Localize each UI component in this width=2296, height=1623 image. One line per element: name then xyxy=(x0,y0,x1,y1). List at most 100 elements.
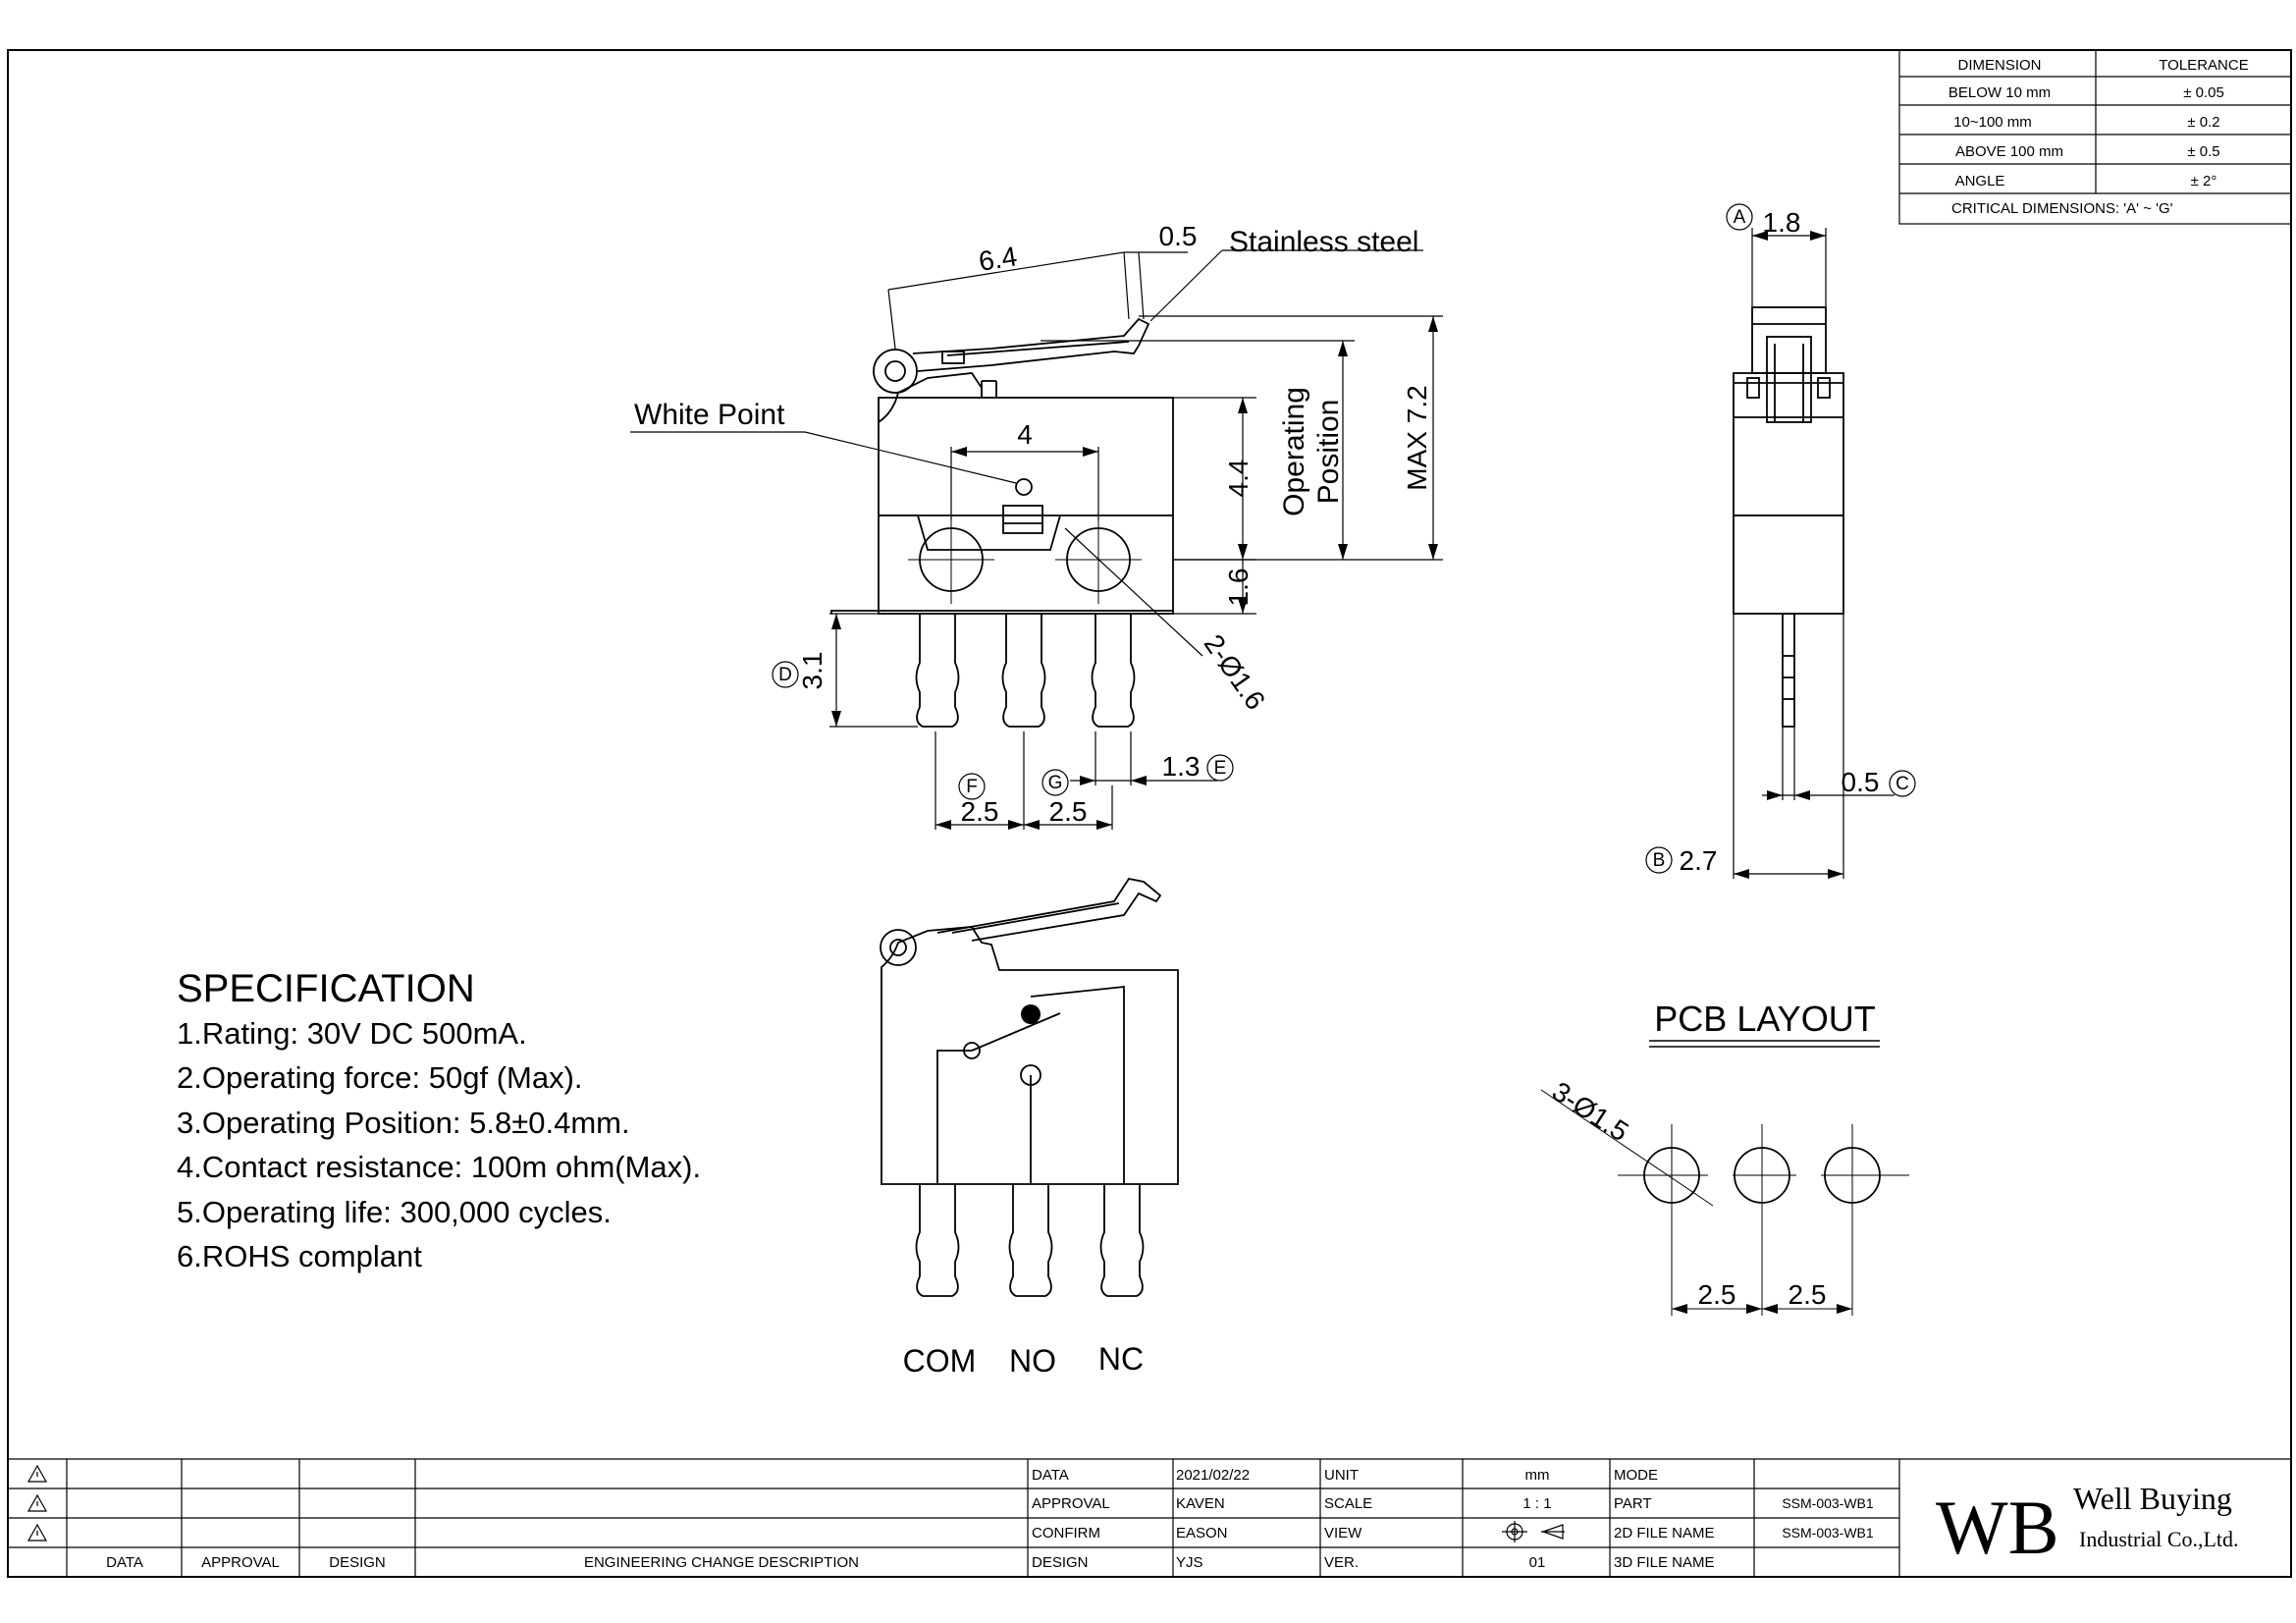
critical-mark-circle xyxy=(1206,754,1234,782)
tolerance-table xyxy=(1898,49,2292,225)
critical-mark-d: D xyxy=(778,665,792,685)
tb-unit-label: UNIT xyxy=(1324,1467,1359,1484)
rev-header-design: DESIGN xyxy=(329,1554,386,1571)
dim-hole-diameter: 2-Ø1.6 xyxy=(1199,629,1271,716)
tb-2d-file-value: SSM-003-WB1 xyxy=(1782,1525,1874,1541)
title-block xyxy=(8,1458,2291,1577)
tol-row-tolerance: ± 0.05 xyxy=(2183,84,2224,101)
rev-header-description: ENGINEERING CHANGE DESCRIPTION xyxy=(584,1554,859,1571)
tb-data-label: DATA xyxy=(1032,1467,1069,1484)
tb-view-label: VIEW xyxy=(1324,1525,1362,1542)
tb-part-label: PART xyxy=(1614,1495,1652,1512)
tb-2d-file-label: 2D FILE NAME xyxy=(1614,1525,1715,1542)
spec-title: SPECIFICATION xyxy=(177,967,475,1010)
critical-mark-circle xyxy=(772,661,799,688)
tb-mode-label: MODE xyxy=(1614,1467,1658,1484)
dim-max-height: MAX 7.2 xyxy=(1402,385,1432,490)
tb-ver-label: VER. xyxy=(1324,1554,1359,1571)
critical-mark-c: C xyxy=(1896,774,1909,794)
tb-unit-value: mm xyxy=(1525,1467,1550,1484)
spec-item: 5.Operating life: 300,000 cycles. xyxy=(177,1195,612,1229)
tol-row-tolerance: ± 2° xyxy=(2191,173,2217,189)
critical-mark-circle xyxy=(1041,769,1069,796)
tb-data-value: 2021/02/22 xyxy=(1176,1467,1250,1484)
front-view-arrows xyxy=(831,316,1438,830)
dim-pin-length: 3.1 xyxy=(797,652,828,690)
critical-mark-g: G xyxy=(1048,773,1063,793)
dim-1-6: 1.6 xyxy=(1223,568,1254,607)
operating-position-label: Operating xyxy=(1278,387,1310,516)
pcb-hole-diameter: 3-Ø1.5 xyxy=(1547,1076,1634,1148)
spec-item: 4.Contact resistance: 100m ohm(Max). xyxy=(177,1150,701,1184)
pcb-pitch: 2.5 xyxy=(1789,1279,1827,1310)
dim-side-top: 1.8 xyxy=(1763,207,1801,238)
contact-dot xyxy=(1021,1004,1041,1024)
tol-row-dimension: BELOW 10 mm xyxy=(1949,84,2051,101)
pcb-layout-drawing xyxy=(1540,1040,1909,1316)
critical-mark-b: B xyxy=(1653,850,1666,871)
tol-row-tolerance: ± 0.5 xyxy=(2187,143,2219,160)
dim-4-4: 4.4 xyxy=(1223,460,1254,498)
critical-mark-a: A xyxy=(1734,207,1746,228)
critical-mark-circle xyxy=(1889,770,1916,797)
pin-label-com: COM xyxy=(903,1343,977,1379)
pin-label-nc: NC xyxy=(1098,1341,1144,1377)
tol-header-tolerance: TOLERANCE xyxy=(2159,57,2248,74)
material-label: Stainless steel xyxy=(1229,226,1418,258)
dim-lever-length: 6.4 xyxy=(977,241,1019,277)
dim-lever-tip: 0.5 xyxy=(1159,221,1198,251)
dim-hole-spacing: 4 xyxy=(1017,419,1033,450)
revision-triangle-icon xyxy=(27,1464,48,1542)
pcb-pitch: 2.5 xyxy=(1698,1279,1736,1310)
side-view-arrows xyxy=(1734,231,1843,879)
dim-pitch: 2.5 xyxy=(1049,796,1088,827)
dim-side-pin: 0.5 xyxy=(1842,767,1880,797)
critical-mark-e: E xyxy=(1214,758,1227,779)
tb-scale-value: 1 : 1 xyxy=(1522,1495,1551,1512)
projection-symbol-icon xyxy=(1502,1521,1565,1542)
tol-row-tolerance: ± 0.2 xyxy=(2187,114,2219,131)
pin-label-no: NO xyxy=(1009,1343,1056,1379)
tb-approval-value: KAVEN xyxy=(1176,1495,1225,1512)
dim-pitch: 2.5 xyxy=(961,796,999,827)
pcb-layout-title: PCB LAYOUT xyxy=(1654,999,1875,1039)
spec-item: 6.ROHS complant xyxy=(177,1239,422,1273)
tb-approval-label: APPROVAL xyxy=(1032,1495,1110,1512)
tb-scale-label: SCALE xyxy=(1324,1495,1372,1512)
critical-mark-f: F xyxy=(966,777,978,797)
spec-item: 1.Rating: 30V DC 500mA. xyxy=(177,1016,527,1051)
switch-front-view xyxy=(830,317,1174,728)
pcb-layout-arrows xyxy=(1672,1304,1852,1314)
switch-schematic xyxy=(880,877,1179,1297)
switch-side-view xyxy=(1733,306,1844,728)
rev-header-approval: APPROVAL xyxy=(201,1554,280,1571)
critical-mark-circle xyxy=(1726,203,1753,231)
tb-confirm-label: CONFIRM xyxy=(1032,1525,1100,1542)
tb-ver-value: 01 xyxy=(1529,1554,1546,1571)
company-logo: WB xyxy=(1936,1485,2059,1570)
tb-design-label: DESIGN xyxy=(1032,1554,1089,1571)
critical-mark-circle xyxy=(1645,846,1673,874)
critical-mark-circle xyxy=(958,773,986,800)
front-view-dimensions xyxy=(630,249,1443,830)
tb-3d-file-label: 3D FILE NAME xyxy=(1614,1554,1715,1571)
company-name-suffix: Industrial Co.,Ltd. xyxy=(2079,1527,2239,1551)
rev-header-data: DATA xyxy=(106,1554,143,1571)
company-name: Well Buying xyxy=(2073,1481,2232,1516)
spec-item: 2.Operating force: 50gf (Max). xyxy=(177,1060,583,1095)
white-point-label: White Point xyxy=(634,399,785,431)
tol-footer: CRITICAL DIMENSIONS: 'A' ~ 'G' xyxy=(1951,200,2173,217)
tol-row-dimension: ANGLE xyxy=(1955,173,2005,189)
tb-design-value: YJS xyxy=(1176,1554,1203,1571)
dim-side-body: 2.7 xyxy=(1680,845,1718,876)
spec-item: 3.Operating Position: 5.8±0.4mm. xyxy=(177,1106,630,1140)
tol-row-dimension: 10~100 mm xyxy=(1953,114,2032,131)
tb-confirm-value: EASON xyxy=(1176,1525,1228,1542)
tb-part-value: SSM-003-WB1 xyxy=(1782,1495,1874,1511)
sheet-border xyxy=(7,49,2292,1578)
tol-header-dimension: DIMENSION xyxy=(1957,57,2041,74)
operating-position-label: Position xyxy=(1312,400,1345,505)
tol-row-dimension: ABOVE 100 mm xyxy=(1955,143,2063,160)
dim-pin-width: 1.3 xyxy=(1162,751,1201,782)
